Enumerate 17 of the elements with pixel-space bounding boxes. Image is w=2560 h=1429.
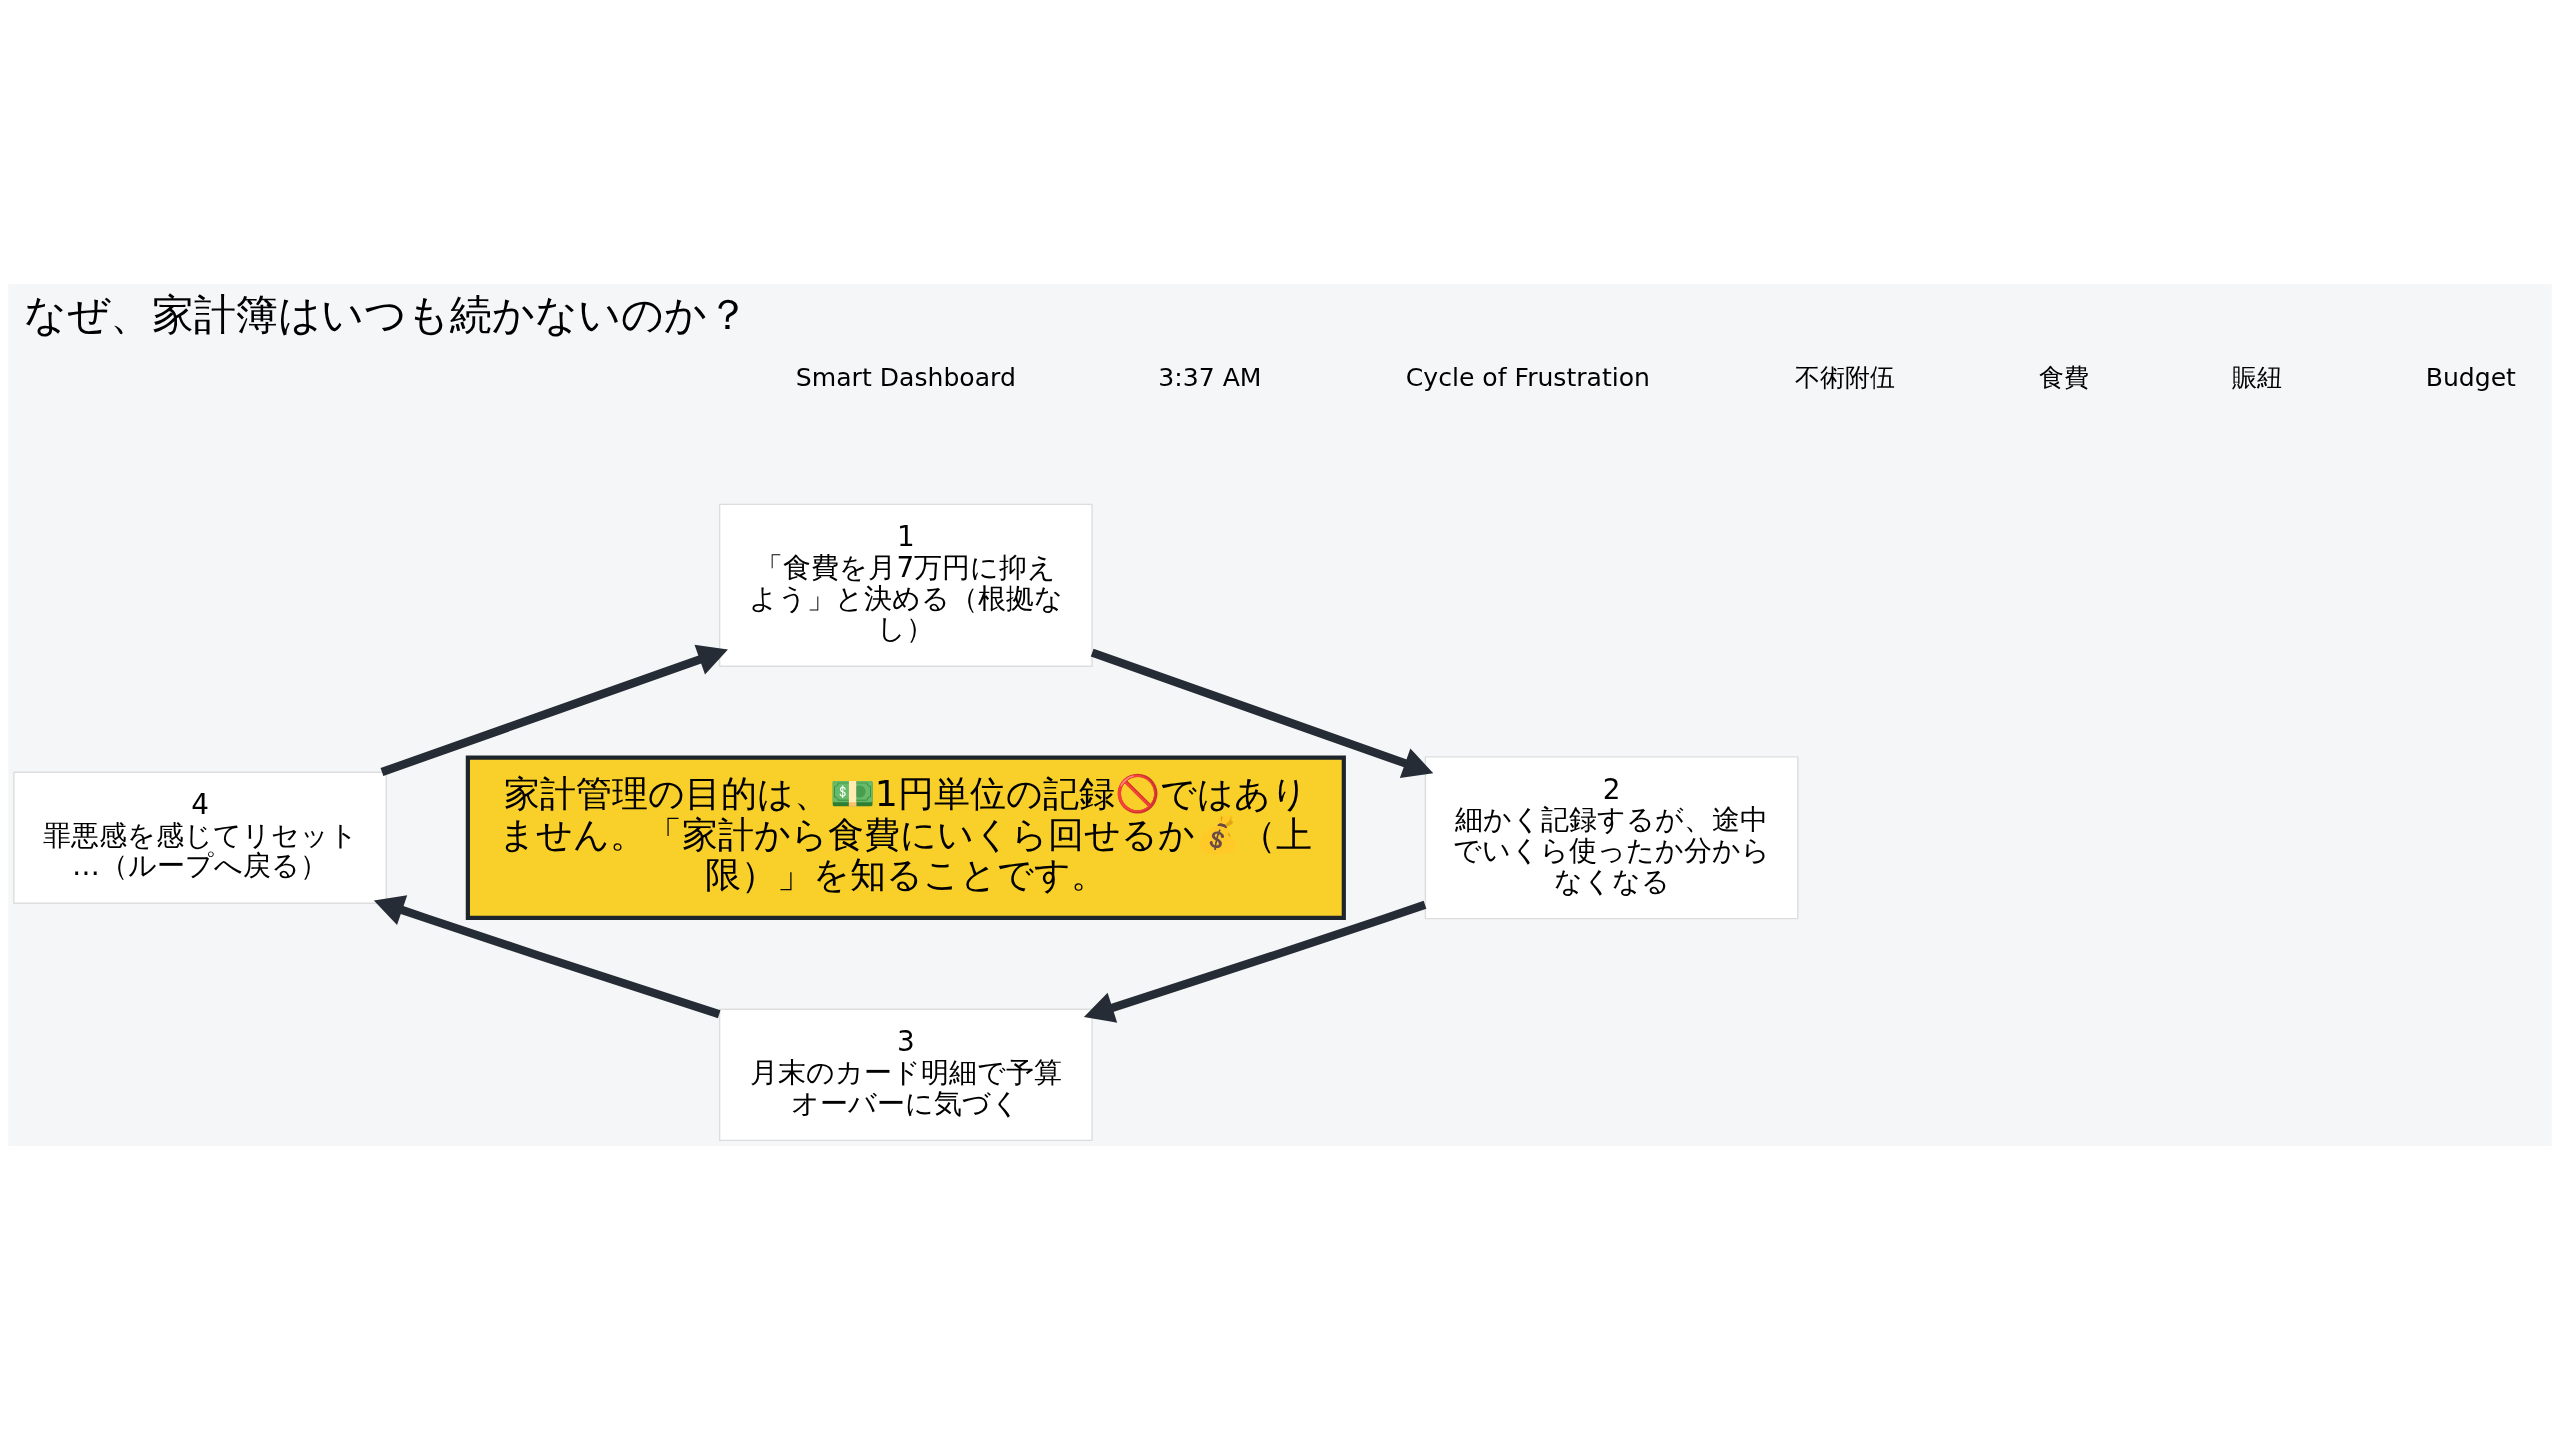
node-box: 2 細かく記録するが、途中でいくら使ったか分からなくなる — [1424, 755, 1799, 919]
label: Smart Dashboard — [795, 362, 1016, 392]
label: 食費 — [2038, 362, 2089, 392]
label: Budget — [2425, 362, 2516, 392]
arrow — [380, 644, 728, 776]
node-box: 1 「食費を月7万円に抑えよう」と決める（根拠なし） — [718, 503, 1093, 667]
label: Cycle of Frustration — [1405, 362, 1651, 392]
node-box: 家計管理の目的は、💵1円単位の記録🚫ではありません。「家計から食費にいくら回せるか💰（上限）」を知ることです。 — [465, 754, 1346, 920]
label: 3:37 AM — [1158, 362, 1262, 392]
diagram-title: なぜ、家計簿はいつも続かないのか？ — [24, 289, 750, 339]
label: 不術附伍 — [1794, 362, 1895, 392]
arrow — [373, 894, 721, 1018]
node-box: 3 月末のカード明細で予算オーバーに気づく — [718, 1008, 1093, 1141]
arrow — [1083, 900, 1427, 1023]
label: 賑紐 — [2232, 362, 2283, 392]
arrow — [1090, 648, 1434, 778]
node-box: 4 罪悪感を感じてリセット…（ループへ戻る） — [13, 771, 387, 904]
